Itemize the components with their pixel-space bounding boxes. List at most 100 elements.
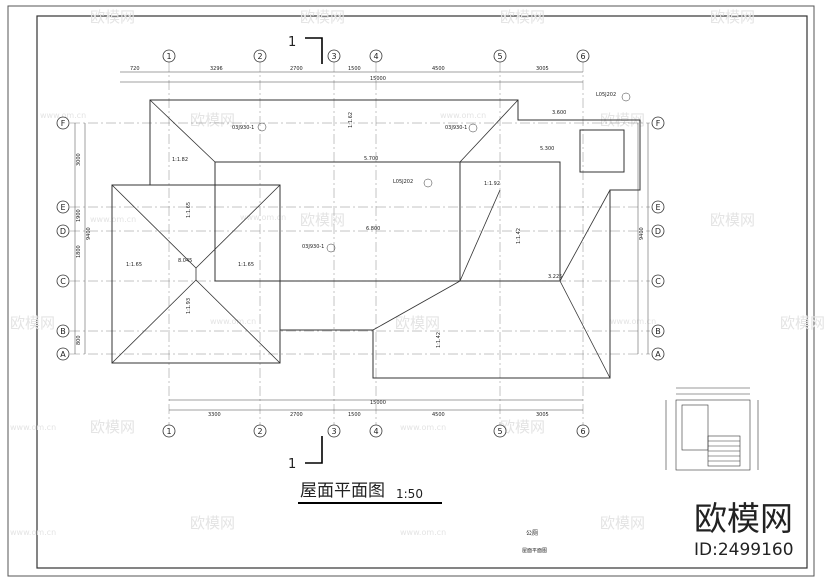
dim-text: 2700 [290,412,303,418]
axis-bubble [651,200,665,214]
axis-bubble [576,424,590,438]
watermark-url: www.om.cn [40,111,86,120]
drawing-title: 屋面平面图 [300,481,385,501]
right-wing-roof [459,161,561,282]
sheet-outer-border [7,5,815,577]
axis-bubble [56,116,70,130]
detail-tag-circle [621,92,631,102]
axis-label: E [60,203,65,212]
watermark-text: 欧模网 [710,211,755,229]
axis-bubble [651,274,665,288]
axis-label: 3 [331,427,336,436]
axis-bubbles-left: A B C D E F [56,116,70,361]
watermark-url: www.om.cn [10,528,56,537]
slope-label: 1:1.65 [126,262,142,268]
watermark-text: 欧模网 [10,314,55,332]
axis-label: F [61,119,66,128]
ridge-line [459,189,501,282]
dim-text: 3300 [208,412,221,418]
ridge-line [372,280,461,331]
detail-tag: L05J202 [393,179,413,185]
dim-text: 4500 [432,412,445,418]
axis-bubble [162,49,176,63]
axis-bubble [369,424,383,438]
axis-bubble [651,347,665,361]
section-mark-top [305,37,323,64]
slope-labels: 1:1.62 1:1.92 1:1.65 1:1.65 1:1.65 1:1.4… [126,112,522,348]
detail-tag-circle [326,243,336,253]
axis-bubble [651,324,665,338]
axis-bubble [56,224,70,238]
axis-bubbles-right: A B C D E F [651,116,665,361]
axis-label: F [656,119,661,128]
watermark-text: 欧模网 [395,314,440,332]
axis-label: 5 [497,427,502,436]
roof-ridges [111,99,611,379]
ridge-line [195,184,281,269]
ridge-line [459,99,519,163]
axis-label: 2 [257,427,262,436]
elevation-label: 6.800 [366,226,380,232]
axis-label: 4 [373,52,378,61]
axis-label: B [60,327,66,336]
section-markers [305,37,323,464]
slope-label: 1:1.42 [436,332,442,348]
slope-label: 1:1.93 [186,298,192,314]
ridge-line [111,279,197,364]
watermark-url: www.om.cn [610,317,656,326]
elevation-label: 3.600 [552,110,566,116]
elevation-label: 8.045 [178,258,192,264]
section-mark-label: 1 [288,457,296,472]
right-annex-box [579,129,625,173]
axis-bubble [493,424,507,438]
dim-text: 720 [130,66,140,72]
axis-label: D [60,227,66,236]
axis-label: 5 [497,52,502,61]
watermark-url: www.om.cn [240,213,286,222]
axis-bubble [327,424,341,438]
dim-text: 4500 [432,66,445,72]
axis-bubble [253,424,267,438]
dim-text: 3005 [536,412,549,418]
watermark-url: www.om.cn [210,317,256,326]
elevation-label: 3.225 [548,274,562,280]
axis-label: 1 [166,52,171,61]
axis-bubble [493,49,507,63]
sheet-subtitle: 公厕 [526,530,538,537]
dim-text: 9400 [639,227,645,240]
slope-label: 1:1.42 [516,228,522,244]
detail-tag: 03J930-1 [302,244,324,250]
axis-label: 3 [331,52,336,61]
axis-label: C [655,277,661,286]
axis-bubble [651,224,665,238]
slope-label: 1:1.92 [484,181,500,187]
axis-label: 4 [373,427,378,436]
dim-text: 1900 [76,209,82,222]
axis-bubble [56,324,70,338]
slope-label: 1:1.65 [186,202,192,218]
ridge-line [559,280,611,379]
watermark-text: 欧模网 [90,8,135,26]
axis-bubble [327,49,341,63]
axis-label: B [655,327,661,336]
watermark-text: 欧模网 [500,8,545,26]
watermark-url: www.om.cn [400,528,446,537]
detail-tag-circle [468,123,478,133]
slope-label: 1:1.82 [172,157,188,163]
dim-text: 3000 [76,153,82,166]
detail-tag: 03J930-1 [445,125,467,131]
axis-label: 2 [257,52,262,61]
elevation-label: 5.700 [364,156,378,162]
slope-label: 1:1.62 [348,112,354,128]
ridge-line [111,184,197,269]
watermark-text: 欧模网 [500,418,545,436]
axis-bubbles-top: 1 2 3 4 5 6 [162,49,590,63]
watermark-text: 欧模网 [300,8,345,26]
sheet-name: 屋面平面图 [522,548,547,554]
dimension-texts: 720 3296 2700 1500 4500 3005 15000 3300 … [76,66,645,418]
axis-bubble [162,424,176,438]
inset-room [681,404,709,451]
watermark-text: 欧模网 [300,211,345,229]
inset-plan [665,387,759,471]
section-mark-label: 1 [288,35,296,50]
